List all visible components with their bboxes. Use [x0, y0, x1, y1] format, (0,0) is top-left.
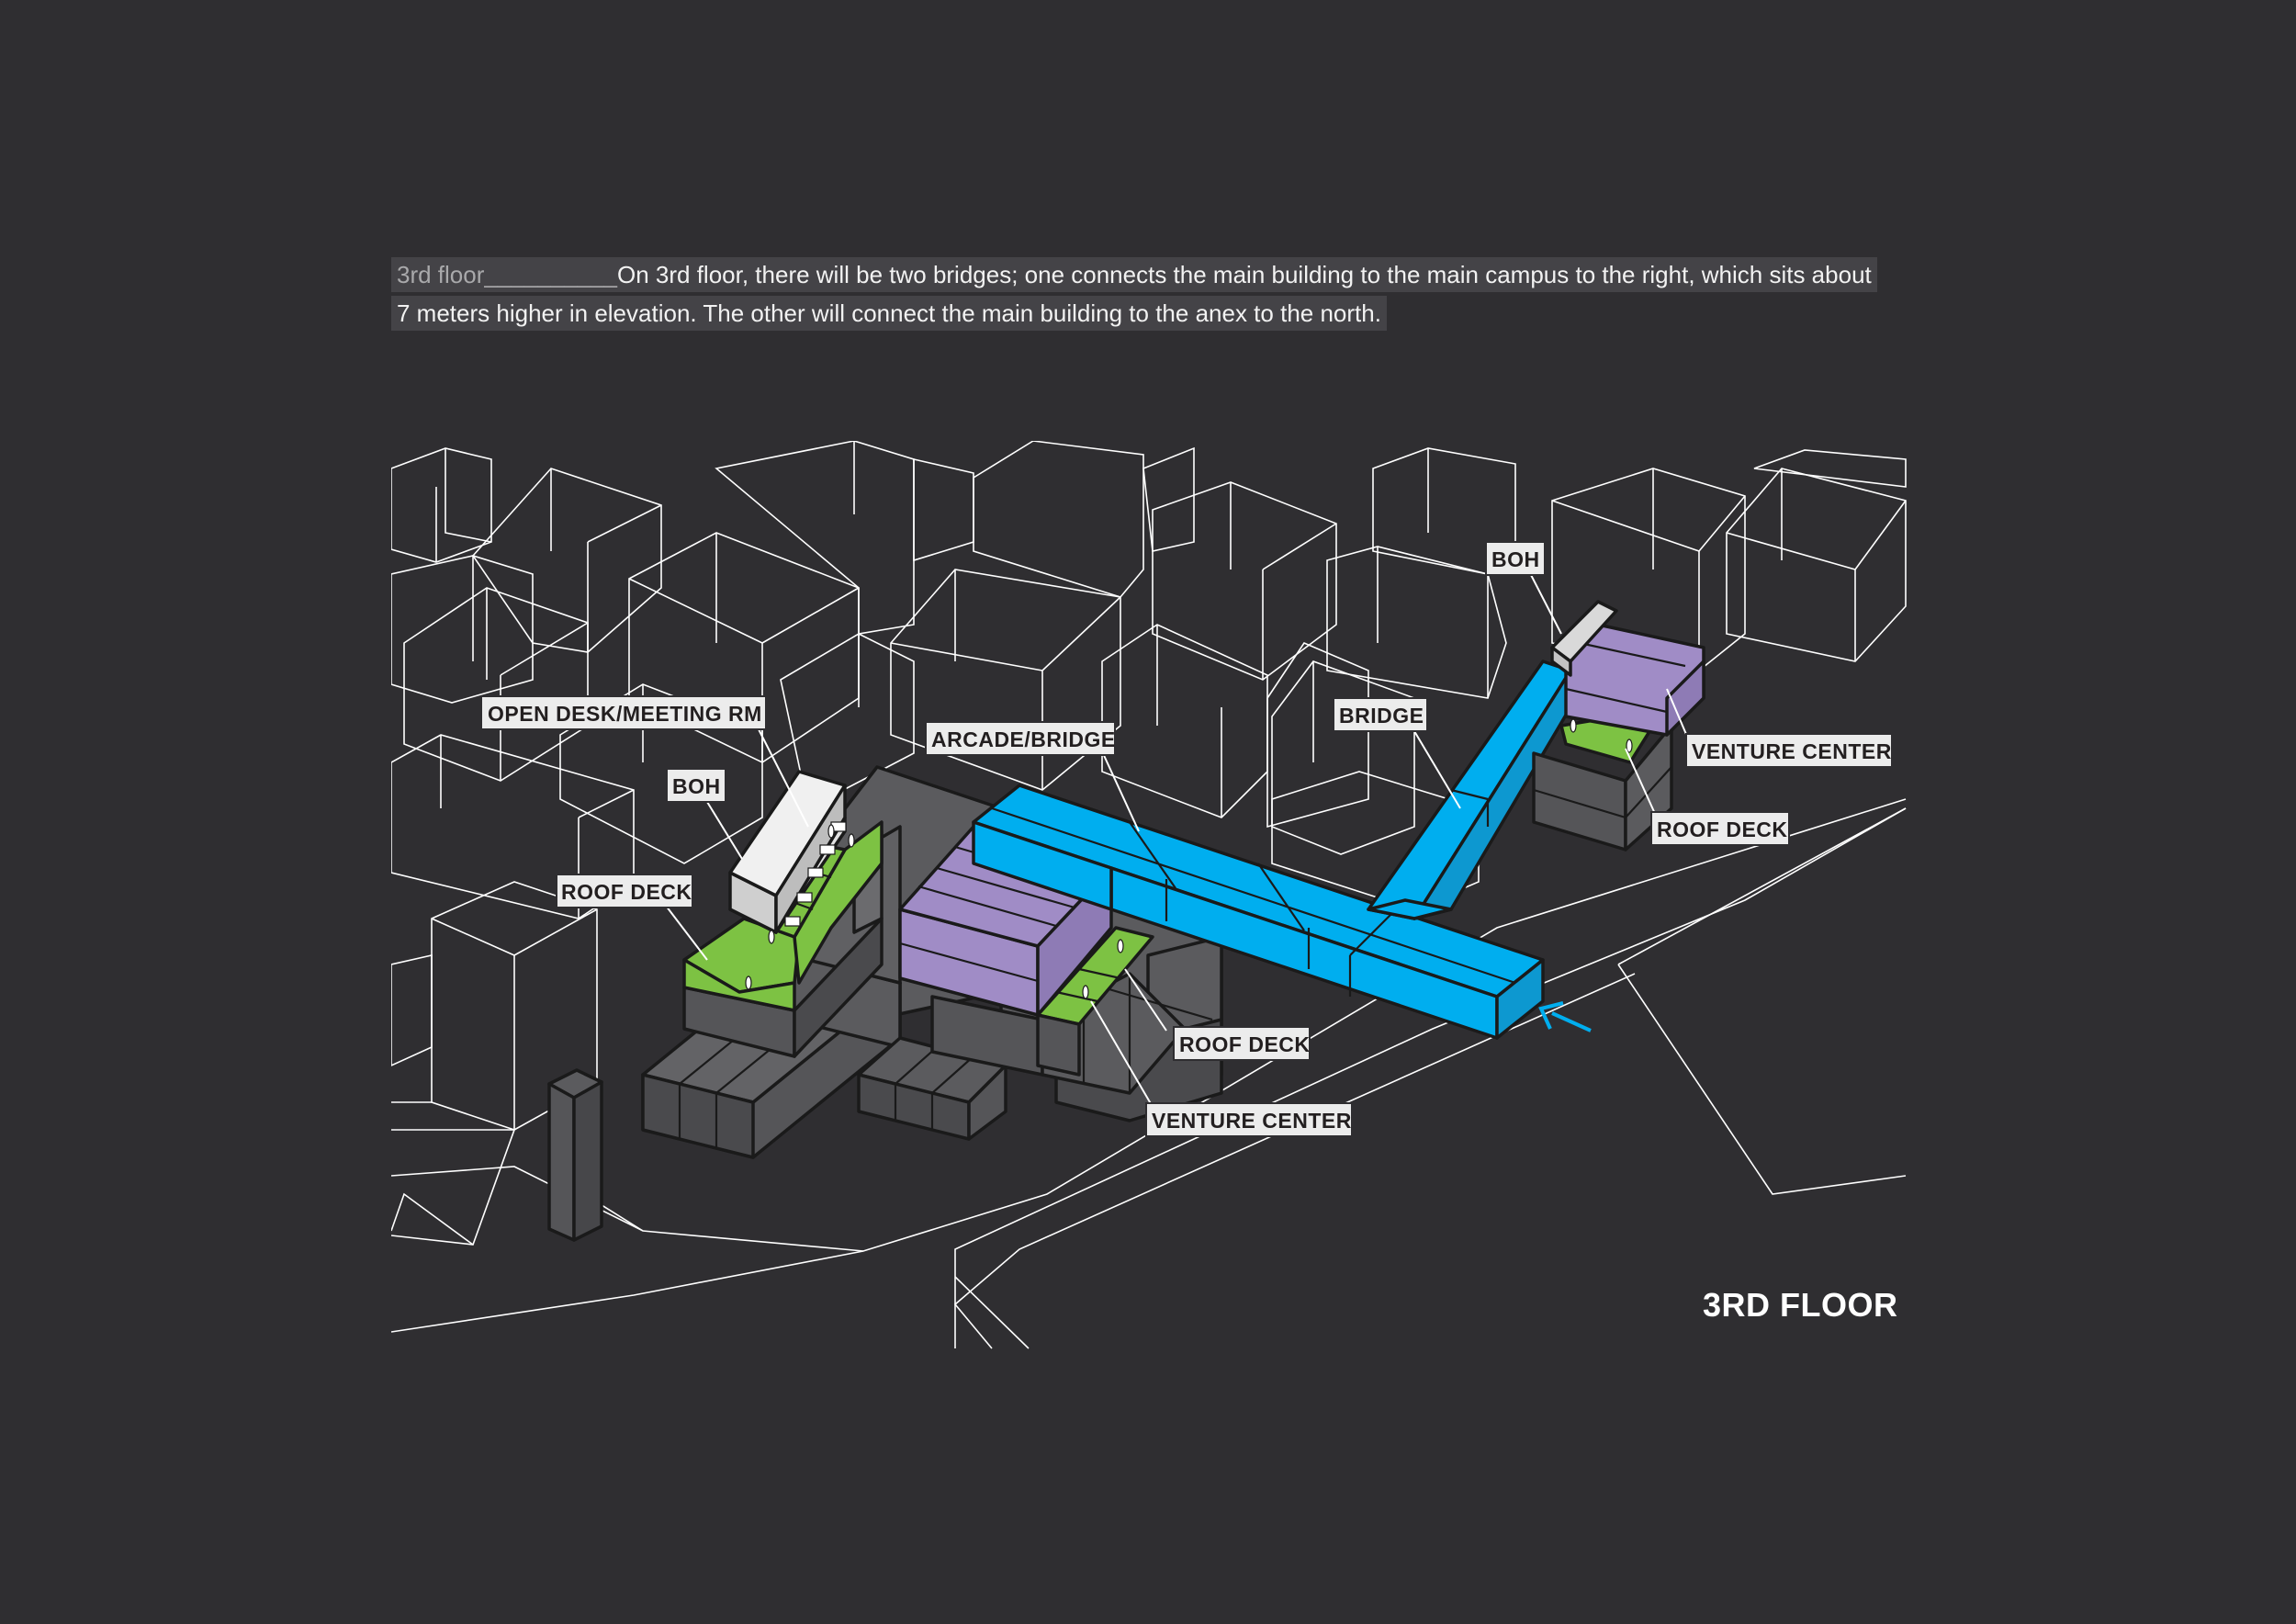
label-venture-center-center: VENTURE CENTER: [1145, 1102, 1353, 1137]
svg-text:BOH: BOH: [1491, 547, 1540, 571]
svg-text:BRIDGE: BRIDGE: [1339, 704, 1424, 727]
svg-text:VENTURE CENTER: VENTURE CENTER: [1692, 739, 1892, 763]
caption-rule: __________: [484, 261, 617, 288]
left-wing: [682, 770, 884, 1058]
label-open-desk: OPEN DESK/MEETING RM: [480, 695, 767, 730]
label-boh-left: BOH: [666, 768, 726, 803]
label-venture-center-right: VENTURE CENTER: [1685, 733, 1893, 768]
svg-text:VENTURE CENTER: VENTURE CENTER: [1152, 1109, 1352, 1133]
arrow-icon: [1538, 1001, 1592, 1032]
svg-text:OPEN DESK/MEETING RM: OPEN DESK/MEETING RM: [488, 702, 762, 726]
label-roof-deck-left: ROOF DECK: [556, 874, 693, 908]
caption: 3rd floor__________On 3rd floor, there w…: [391, 257, 1902, 334]
arcade-bridge: [972, 784, 1545, 1040]
svg-text:BOH: BOH: [672, 774, 721, 798]
leader-lines: [662, 570, 1689, 1108]
svg-text:ARCADE/BRIDGE: ARCADE/BRIDGE: [931, 727, 1116, 751]
svg-text:ROOF DECK: ROOF DECK: [561, 880, 692, 904]
caption-text-2: 7 meters higher in elevation. The other …: [397, 299, 1381, 327]
caption-line-2: 7 meters higher in elevation. The other …: [391, 296, 1387, 331]
svg-text:ROOF DECK: ROOF DECK: [1179, 1032, 1311, 1056]
tower-block: [547, 1068, 603, 1242]
svg-text:ROOF DECK: ROOF DECK: [1657, 818, 1788, 841]
caption-line-1: 3rd floor__________On 3rd floor, there w…: [391, 257, 1877, 292]
caption-floor-label: 3rd floor: [397, 261, 485, 288]
label-roof-deck-right: ROOF DECK: [1650, 811, 1790, 846]
context-buildings: [391, 441, 1907, 1349]
label-bridge: BRIDGE: [1333, 697, 1428, 732]
floor-title: 3RD FLOOR: [1703, 1286, 1898, 1324]
label-boh-right: BOH: [1485, 541, 1546, 576]
label-arcade-bridge: ARCADE/BRIDGE: [925, 721, 1116, 756]
caption-text-1: On 3rd floor, there will be two bridges;…: [617, 261, 1872, 288]
right-annex: [1532, 600, 1705, 851]
label-roof-deck-center: ROOF DECK: [1173, 1026, 1311, 1061]
